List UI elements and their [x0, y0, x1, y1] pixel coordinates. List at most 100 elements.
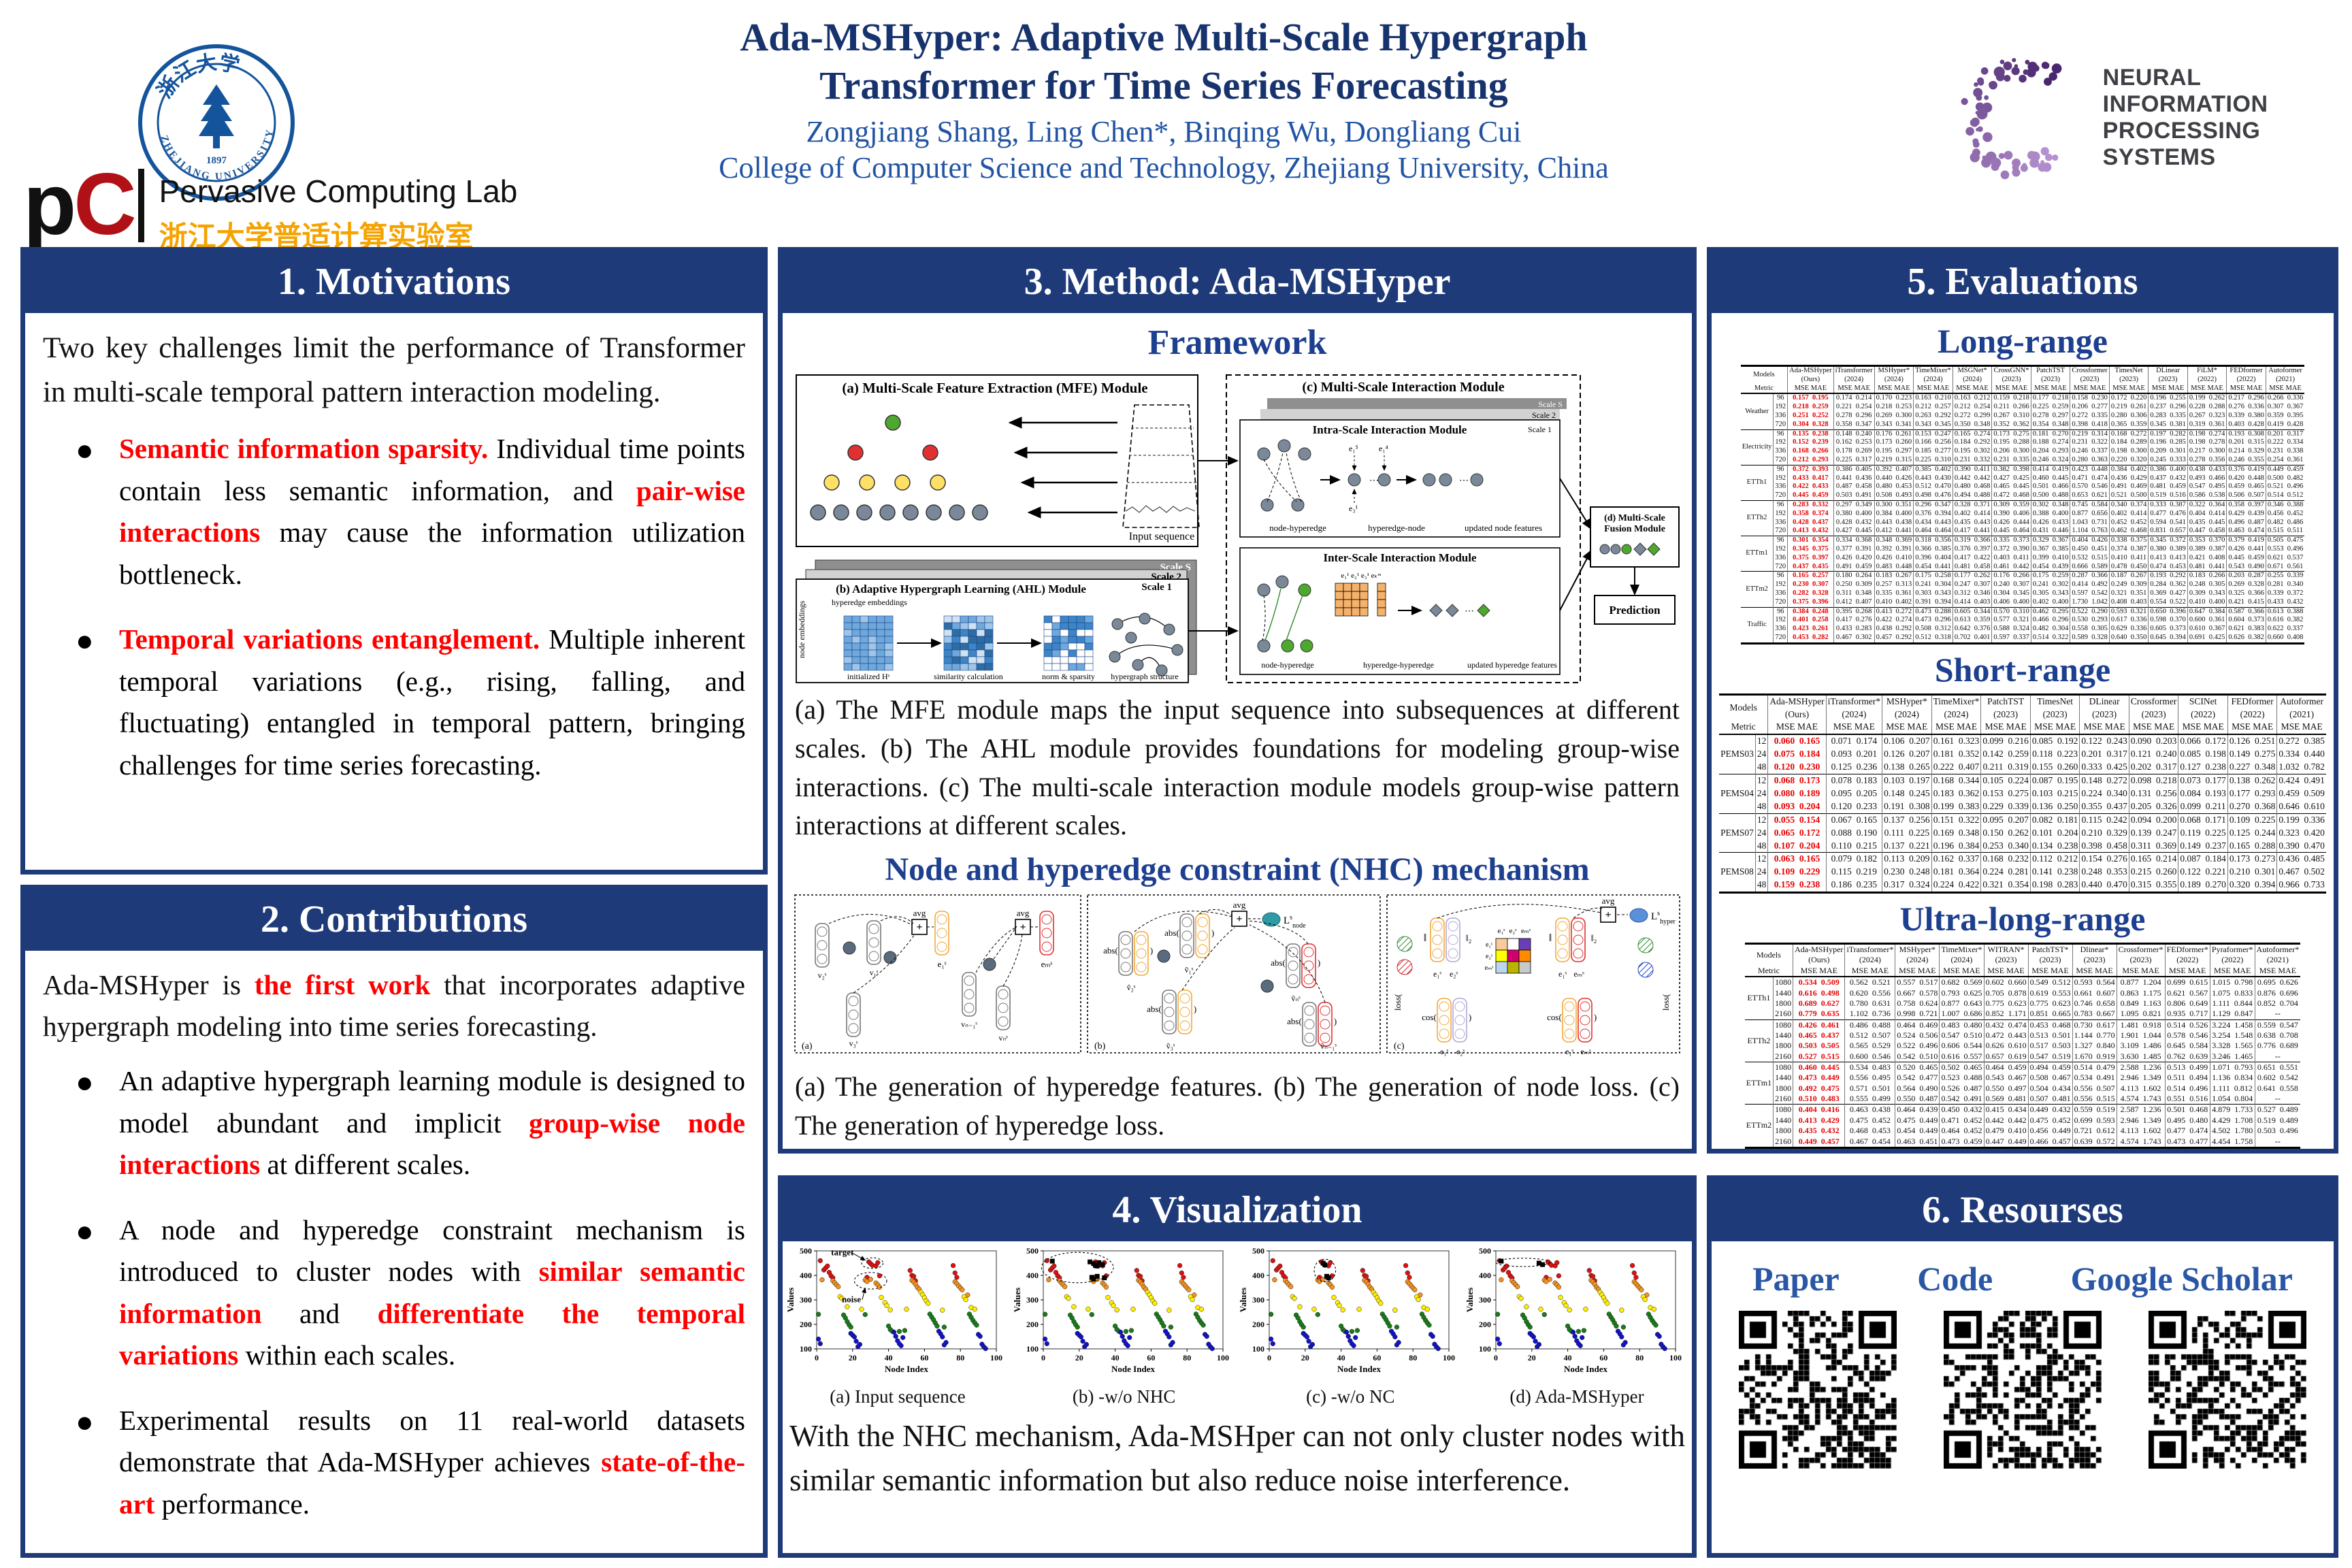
svg-text:abs(: abs( [1147, 1004, 1162, 1014]
ahl-matrix-similarity [943, 615, 994, 671]
svg-text:ṽ₁ˢ: ṽ₁ˢ [1185, 965, 1194, 975]
nhc-caption: (a) The generation of hyperedge features… [795, 1071, 1680, 1141]
input-sequence-label: Input sequence [1129, 531, 1194, 542]
title-block: Ada-MSHyper: Adaptive Multi-Scale Hyperg… [599, 14, 1729, 185]
svg-text:500: 500 [1252, 1246, 1264, 1256]
svg-text:100: 100 [800, 1344, 812, 1354]
svg-text:ṽ₂ˢ: ṽ₂ˢ [1127, 983, 1136, 992]
svg-text:⋯: ⋯ [1465, 606, 1474, 617]
intra-title: Intra-Scale Interaction Module [1313, 423, 1467, 436]
svg-text:⋯: ⋯ [1459, 476, 1469, 486]
svg-text:200: 200 [800, 1320, 812, 1329]
contributions-bullets: An adaptive hypergraph learning module i… [43, 1060, 745, 1525]
svg-text:Node Index: Node Index [1337, 1364, 1381, 1374]
svg-text:Fusion Module: Fusion Module [1604, 524, 1665, 534]
svg-text:node-hyperedge: node-hyperedge [1269, 523, 1326, 533]
svg-text:abs(: abs( [1164, 928, 1179, 938]
svg-text:ṽₙ₋₁ˢ: ṽₙ₋₁ˢ [1320, 1041, 1337, 1051]
svg-text:initialized Hˢ: initialized Hˢ [847, 672, 890, 681]
neurips-dots-icon [1961, 58, 2062, 180]
svg-text:+: + [1019, 921, 1026, 933]
section-visualization-heading: 4. Visualization [783, 1180, 1692, 1241]
google-scholar-label: Google Scholar [2070, 1260, 2293, 1298]
paper-label: Paper [1752, 1260, 1840, 1298]
svg-text:Lsnode: Lsnode [1284, 914, 1306, 930]
svg-text:loss(: loss( [1661, 994, 1671, 1011]
prediction-label: Prediction [1609, 604, 1661, 617]
node-embeddings-label: node embeddings [797, 600, 806, 658]
mfe-title: (a) Multi-Scale Feature Extraction (MFE)… [842, 380, 1147, 396]
svg-text:100: 100 [1669, 1353, 1682, 1362]
table-title: Short-range [1934, 650, 2111, 689]
code-label: Code [1917, 1260, 1993, 1298]
svg-text:40: 40 [1111, 1353, 1119, 1362]
svg-text:e₁ˢ: e₁ˢ [1558, 969, 1567, 979]
list-item: Temporal variations entanglement. Multip… [76, 619, 745, 786]
svg-text:(b): (b) [1094, 1041, 1106, 1051]
svg-text:100: 100 [1026, 1344, 1039, 1354]
svg-text:40: 40 [885, 1353, 893, 1362]
section-evaluations-heading: 5. Evaluations [1712, 252, 2334, 313]
svg-text:Node Index: Node Index [1111, 1364, 1155, 1374]
section-resources-heading: 6. Resourses [1712, 1180, 2334, 1241]
svg-text:(c): (c) [1394, 1041, 1405, 1051]
poster-header: 浙江大学 ZHEJIANG UNIVERSITY 1897 pC Pervasi… [0, 0, 2352, 252]
table-title: Long-range [1938, 322, 2108, 360]
svg-text:eₘˢ: eₘˢ [1573, 969, 1584, 979]
list-item: Experimental results on 11 real-world da… [76, 1400, 745, 1526]
svg-text:400: 400 [1026, 1271, 1039, 1280]
svg-text:loss(: loss( [1392, 994, 1403, 1011]
svg-text:abs(: abs( [1103, 945, 1118, 956]
nhc-title: Node and hyperedge constraint (NHC) mech… [885, 851, 1590, 888]
fusion-dots [1599, 542, 1661, 556]
svg-text:80: 80 [1635, 1353, 1644, 1362]
list-item: Semantic information sparsity. Individua… [76, 428, 745, 595]
svg-text:Node Index: Node Index [885, 1364, 928, 1374]
qr-code-code [1944, 1311, 2102, 1469]
svg-text:avg: avg [913, 908, 926, 918]
contributions-intro: Ada-MSHyper is the first work that incor… [43, 969, 745, 1042]
svg-text:‖₂: ‖₂ [1466, 934, 1472, 944]
ahl-title: (b) Adaptive Hypergraph Learning (AHL) M… [836, 583, 1086, 595]
svg-text:v₁ˢ: v₁ˢ [870, 968, 879, 977]
svg-text:1897: 1897 [206, 155, 227, 166]
hypergraph-structure [1109, 612, 1183, 676]
svg-text:80: 80 [956, 1353, 964, 1362]
svg-text:e₁ˢ: e₁ˢ [1433, 969, 1442, 979]
ahl-matrix-initialized [843, 615, 894, 671]
viz-caption: (b) -w/o NHC [1072, 1386, 1176, 1407]
svg-text:): ) [1194, 1004, 1196, 1014]
svg-text:Scale S: Scale S [1538, 399, 1563, 409]
inter-scale-graph: ⋯ [1257, 575, 1490, 653]
svg-text:Scale 1: Scale 1 [1528, 425, 1552, 434]
framework-caption: (a) The MFE module maps the input sequen… [795, 694, 1680, 841]
svg-text:e₁⁴: e₁⁴ [1379, 444, 1388, 453]
svg-text:): ) [1318, 958, 1320, 968]
svg-text:100: 100 [1217, 1353, 1229, 1362]
svg-text:40: 40 [1337, 1353, 1345, 1362]
